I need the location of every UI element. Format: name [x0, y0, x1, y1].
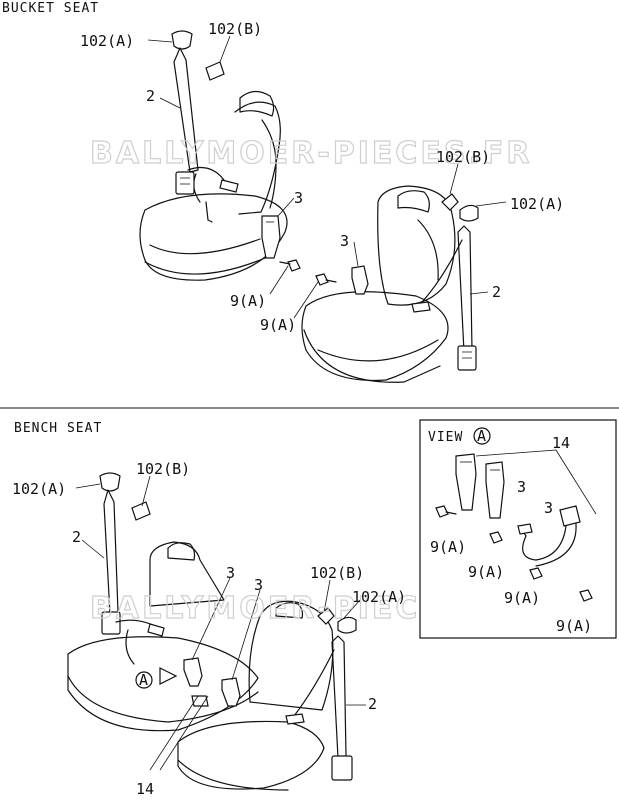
callout-102a: 102(A): [12, 480, 66, 498]
callout-102b: 102(B): [136, 460, 190, 478]
bucket-leader-lines: [147, 35, 507, 319]
callout-102a: 102(A): [510, 195, 564, 213]
view-a-parts: [435, 449, 597, 602]
view-a-marker: A: [139, 671, 148, 689]
callout-9a: 9(A): [504, 589, 540, 607]
bucket-seat-title: BUCKET SEAT: [2, 1, 99, 16]
callout-2: 2: [368, 695, 377, 713]
callout-3: 3: [254, 576, 263, 594]
view-a-inset-frame: [419, 419, 617, 639]
callout-3: 3: [517, 478, 526, 496]
callout-102a: 102(A): [80, 32, 134, 50]
callout-9a: 9(A): [260, 316, 296, 334]
view-a-title: VIEW: [428, 430, 463, 445]
callout-3: 3: [544, 499, 553, 517]
callout-102b: 102(B): [208, 20, 262, 38]
callout-14: 14: [552, 434, 570, 452]
callout-3: 3: [340, 232, 349, 250]
watermark-top: BALLYMOER-PIECES.FR: [90, 136, 533, 171]
callout-102b: 102(B): [436, 148, 490, 166]
callout-14: 14: [136, 780, 154, 798]
callout-102a: 102(A): [352, 588, 406, 606]
callout-9a: 9(A): [556, 617, 592, 635]
callout-9a: 9(A): [430, 538, 466, 556]
callout-3: 3: [294, 189, 303, 207]
bucket-seat-right-assembly: [301, 185, 479, 383]
callout-9a: 9(A): [230, 292, 266, 310]
callout-2: 2: [72, 528, 81, 546]
bench-leader-lines: [75, 475, 366, 771]
callout-9a: 9(A): [468, 563, 504, 581]
bench-seat-assembly: [67, 472, 357, 791]
bucket-seat-left-assembly: [139, 30, 301, 281]
bench-seat-title: BENCH SEAT: [14, 421, 102, 436]
callout-2: 2: [146, 87, 155, 105]
view-a-letter: A: [477, 427, 486, 445]
view-a-circle: [473, 427, 491, 445]
callout-3: 3: [226, 564, 235, 582]
callout-2: 2: [492, 283, 501, 301]
callout-102b: 102(B): [310, 564, 364, 582]
